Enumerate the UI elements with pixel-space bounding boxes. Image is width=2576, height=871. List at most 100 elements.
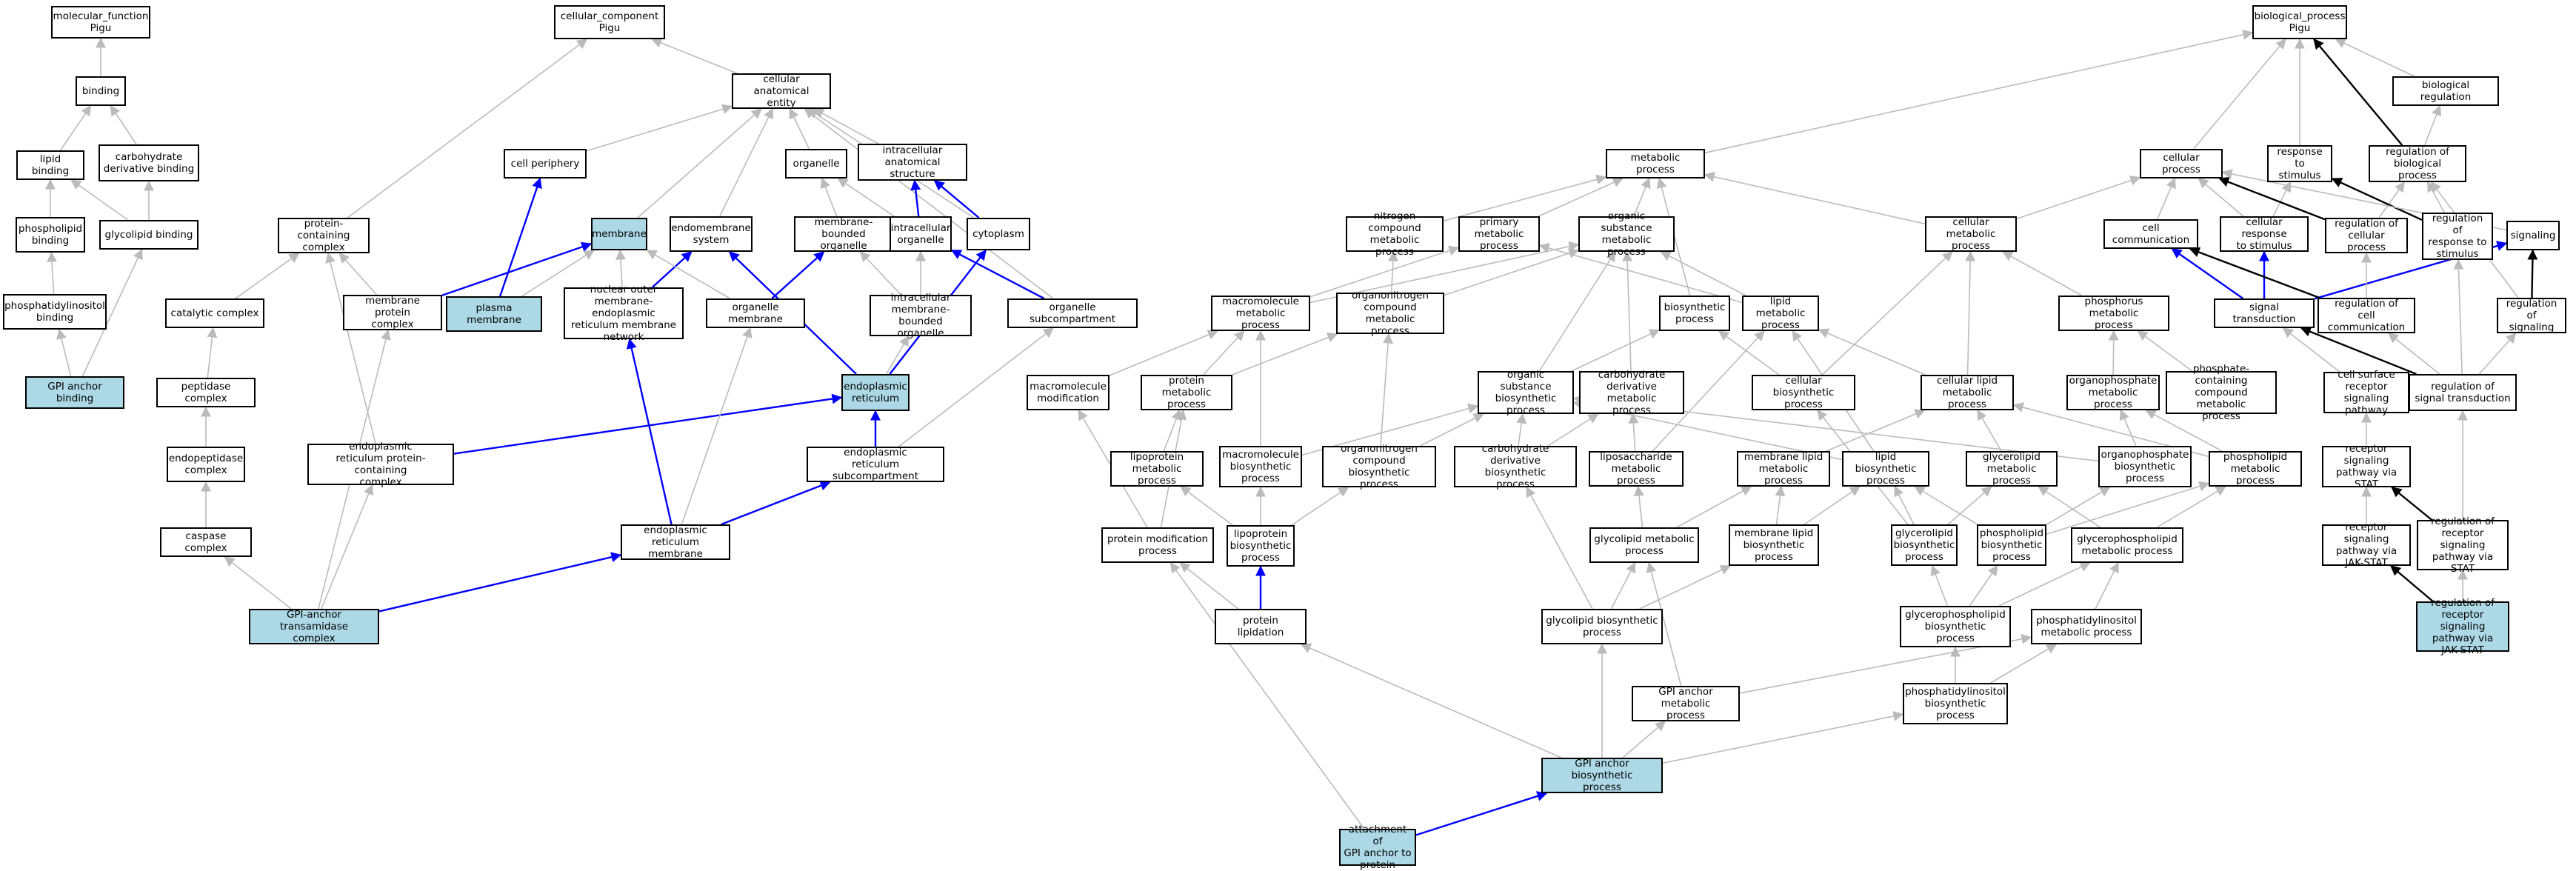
- node-intra-mb-org[interactable]: intracellular membrane-bounded organelle: [870, 292, 972, 339]
- node-response-stimulus[interactable]: response to stimulus: [2267, 145, 2332, 182]
- node-n-compound-met[interactable]: nitrogen compound metabolic process: [1346, 210, 1444, 258]
- node-protein-met[interactable]: protein metabolic process: [1141, 375, 1232, 410]
- node-lipoprotein-bios[interactable]: lipoprotein biosynthetic process: [1227, 525, 1295, 567]
- node-phospholipid-bios[interactable]: phospholipid biosynthetic process: [1977, 524, 2046, 566]
- node-endopeptidase-complex[interactable]: endopeptidase complex: [167, 447, 245, 482]
- node-ptdins-bios[interactable]: phosphatidylinositol biosynthetic proces…: [1903, 683, 2008, 724]
- node-reg-signal-transduction[interactable]: regulation of signal transduction: [2409, 374, 2517, 411]
- node-lipid-bios[interactable]: lipid biosynthetic process: [1842, 451, 1929, 487]
- node-endomembrane[interactable]: endomembrane system: [670, 216, 753, 252]
- node-membrane-protein-complex[interactable]: membrane protein complex: [343, 295, 442, 330]
- node-organonitrogen-bios[interactable]: organonitrogen compound biosynthetic pro…: [1322, 443, 1436, 490]
- node-membrane[interactable]: membrane: [591, 218, 647, 250]
- node-lipid-binding[interactable]: lipid binding: [16, 150, 84, 180]
- node-biosynthetic[interactable]: biosynthetic process: [1659, 296, 1730, 331]
- node-cc[interactable]: cellular_component Pigu: [554, 5, 665, 39]
- node-macromolecule-bios[interactable]: macromolecule biosynthetic process: [1219, 446, 1302, 487]
- node-protein-lipidation[interactable]: protein lipidation: [1215, 609, 1307, 644]
- edge-gpi_anchor_met-to-glycolipid_met: [1646, 561, 1682, 687]
- node-organonitrogen-met[interactable]: organonitrogen compound metabolic proces…: [1336, 290, 1444, 337]
- node-gpi-anchor-met[interactable]: GPI anchor metabolic process: [1632, 686, 1740, 721]
- node-er-subcomp[interactable]: endoplasmic reticulum subcompartment: [807, 447, 944, 482]
- node-organophosphate-met[interactable]: organophosphate metabolic process: [2066, 375, 2160, 410]
- node-catalytic-complex[interactable]: catalytic complex: [165, 298, 264, 328]
- node-nuclear-outer[interactable]: nuclear outer membrane-endoplasmic retic…: [564, 284, 684, 343]
- node-liposaccharide-met[interactable]: liposaccharide metabolic process: [1589, 451, 1684, 487]
- node-reg-resp-stim[interactable]: regulation of response to stimulus: [2422, 213, 2493, 260]
- node-ptdins-binding[interactable]: phosphatidylinositol binding: [3, 294, 107, 330]
- node-signaling[interactable]: signaling: [2506, 221, 2560, 250]
- node-carb-deriv-met[interactable]: carbohydrate derivative metabolic proces…: [1579, 369, 1684, 416]
- node-macromolecule-met[interactable]: macromolecule metabolic process: [1211, 296, 1310, 331]
- node-phospholipid-binding[interactable]: phospholipid binding: [16, 217, 85, 253]
- node-cellular-bios[interactable]: cellular biosynthetic process: [1752, 375, 1855, 410]
- node-glycerolipid-bios[interactable]: glycerolipid biosynthetic process: [1891, 524, 1958, 566]
- node-lipid-met[interactable]: lipid metabolic process: [1742, 296, 1819, 331]
- node-organic-sub-met[interactable]: organic substance metabolic process: [1578, 210, 1675, 258]
- node-reg-signaling[interactable]: regulation of signaling: [2497, 298, 2566, 333]
- node-glycerolipid-met[interactable]: glycerolipid metabolic process: [1966, 451, 2058, 487]
- node-caspase-complex[interactable]: caspase complex: [160, 527, 252, 557]
- node-phospholipid-met[interactable]: phospholipid metabolic process: [2209, 451, 2302, 487]
- node-receptor-via-jak[interactable]: receptor signaling pathway via JAK-STAT: [2322, 521, 2411, 569]
- node-protein-cont-complex[interactable]: protein-containing complex: [278, 218, 370, 253]
- node-cell-periphery[interactable]: cell periphery: [504, 149, 587, 178]
- node-glycolipid-met[interactable]: glycolipid metabolic process: [1589, 527, 1699, 563]
- node-ptdins-met[interactable]: phosphatidylinositol metabolic process: [2031, 609, 2142, 644]
- node-er-membrane[interactable]: endoplasmic reticulum membrane: [621, 524, 730, 560]
- node-reg-cell-process[interactable]: regulation of cellular process: [2325, 218, 2408, 253]
- node-gpi-anchor-binding[interactable]: GPI anchor binding: [25, 376, 124, 409]
- node-phosphate-cont-met[interactable]: phosphate-containing compound metabolic …: [2166, 363, 2277, 422]
- node-organelle-membrane[interactable]: organelle membrane: [706, 298, 805, 328]
- edge-er_protein_complex-to-protein_cont_complex: [325, 252, 376, 444]
- node-mf[interactable]: molecular_function Pigu: [51, 6, 150, 39]
- node-glycolipid-binding[interactable]: glycolipid binding: [99, 220, 198, 250]
- node-organophosphate-bios[interactable]: organophosphate biosynthetic process: [2098, 446, 2192, 487]
- node-lipoprotein-met[interactable]: lipoprotein metabolic process: [1110, 451, 1204, 487]
- node-organelle[interactable]: organelle: [785, 149, 847, 178]
- node-attach-gpi[interactable]: attachment of GPI anchor to protein: [1339, 824, 1416, 871]
- node-intracellular-org[interactable]: intracellular organelle: [890, 216, 952, 252]
- node-reg-receptor-stat[interactable]: regulation of receptor signaling pathway…: [2417, 515, 2509, 575]
- node-cell-surface-receptor[interactable]: cell surface receptor signaling pathway: [2323, 369, 2409, 416]
- node-binding[interactable]: binding: [76, 76, 126, 106]
- node-glycerophospholipid-bios[interactable]: glycerophospholipid biosynthetic process: [1900, 606, 2011, 647]
- node-intracellular-anat[interactable]: intracellular anatomical structure: [858, 144, 967, 181]
- node-carb-deriv-bios[interactable]: carbohydrate derivative biosynthetic pro…: [1454, 443, 1577, 490]
- node-receptor-jak-stat[interactable]: receptor signaling pathway via STAT: [2322, 443, 2411, 490]
- node-er[interactable]: endoplasmic reticulum: [841, 374, 910, 411]
- node-bp[interactable]: biological_process Pigu: [2252, 5, 2347, 39]
- node-reg-cell-comm[interactable]: regulation of cell communication: [2318, 298, 2415, 333]
- node-cellular-met[interactable]: cellular metabolic process: [1925, 216, 2017, 252]
- node-cae[interactable]: cellular anatomical entity: [732, 73, 831, 109]
- node-glycolipid-bios[interactable]: glycolipid biosynthetic process: [1541, 609, 1663, 644]
- node-membrane-lipid-bios[interactable]: membrane lipid biosynthetic process: [1729, 524, 1819, 566]
- node-signal-transduction[interactable]: signal transduction: [2214, 298, 2315, 328]
- node-er-protein-complex[interactable]: endoplasmic reticulum protein-containing…: [307, 441, 454, 488]
- node-cellular-process[interactable]: cellular process: [2140, 149, 2223, 178]
- edge-membrane-to-cae: [637, 108, 762, 218]
- node-gpi-anchor-bios[interactable]: GPI anchor biosynthetic process: [1541, 758, 1663, 793]
- node-organic-sub-bios[interactable]: organic substance biosynthetic process: [1478, 369, 1574, 416]
- node-cell-comm[interactable]: cell communication: [2103, 219, 2198, 249]
- node-organelle-subcomp[interactable]: organelle subcompartment: [1007, 298, 1138, 328]
- node-reg-jak-stat[interactable]: regulation of receptor signaling pathway…: [2416, 597, 2509, 656]
- node-protein-mod[interactable]: protein modification process: [1101, 527, 1214, 563]
- node-membrane-bounded-org[interactable]: membrane-bounded organelle: [794, 216, 893, 252]
- node-glycerophospholipid-met[interactable]: glycerophospholipid metabolic process: [2071, 527, 2183, 563]
- node-carb-deriv-binding[interactable]: carbohydrate derivative binding: [99, 144, 199, 181]
- node-primary-met[interactable]: primary metabolic process: [1458, 216, 1540, 252]
- node-plasma-membrane[interactable]: plasma membrane: [446, 296, 542, 332]
- node-metabolic-process[interactable]: metabolic process: [1606, 149, 1705, 178]
- node-phosphorus-met[interactable]: phosphorus metabolic process: [2058, 296, 2169, 331]
- node-cytoplasm[interactable]: cytoplasm: [967, 218, 1030, 250]
- node-gpi-transamidase[interactable]: GPI-anchor transamidase complex: [249, 609, 379, 644]
- node-bio-reg[interactable]: biological regulation: [2392, 76, 2499, 106]
- node-reg-bio-process[interactable]: regulation of biological process: [2369, 145, 2466, 182]
- node-macromolecule-mod[interactable]: macromolecule modification: [1027, 375, 1110, 410]
- node-membrane-lipid-met[interactable]: membrane lipid metabolic process: [1737, 451, 1830, 487]
- edge-cell_surface_receptor-to-signal_transduction: [2282, 327, 2340, 373]
- node-cellular-lipid-met[interactable]: cellular lipid metabolic process: [1921, 375, 2014, 410]
- node-peptidase-complex[interactable]: peptidase complex: [156, 378, 256, 407]
- node-cell-resp-stim[interactable]: cellular response to stimulus: [2220, 216, 2309, 252]
